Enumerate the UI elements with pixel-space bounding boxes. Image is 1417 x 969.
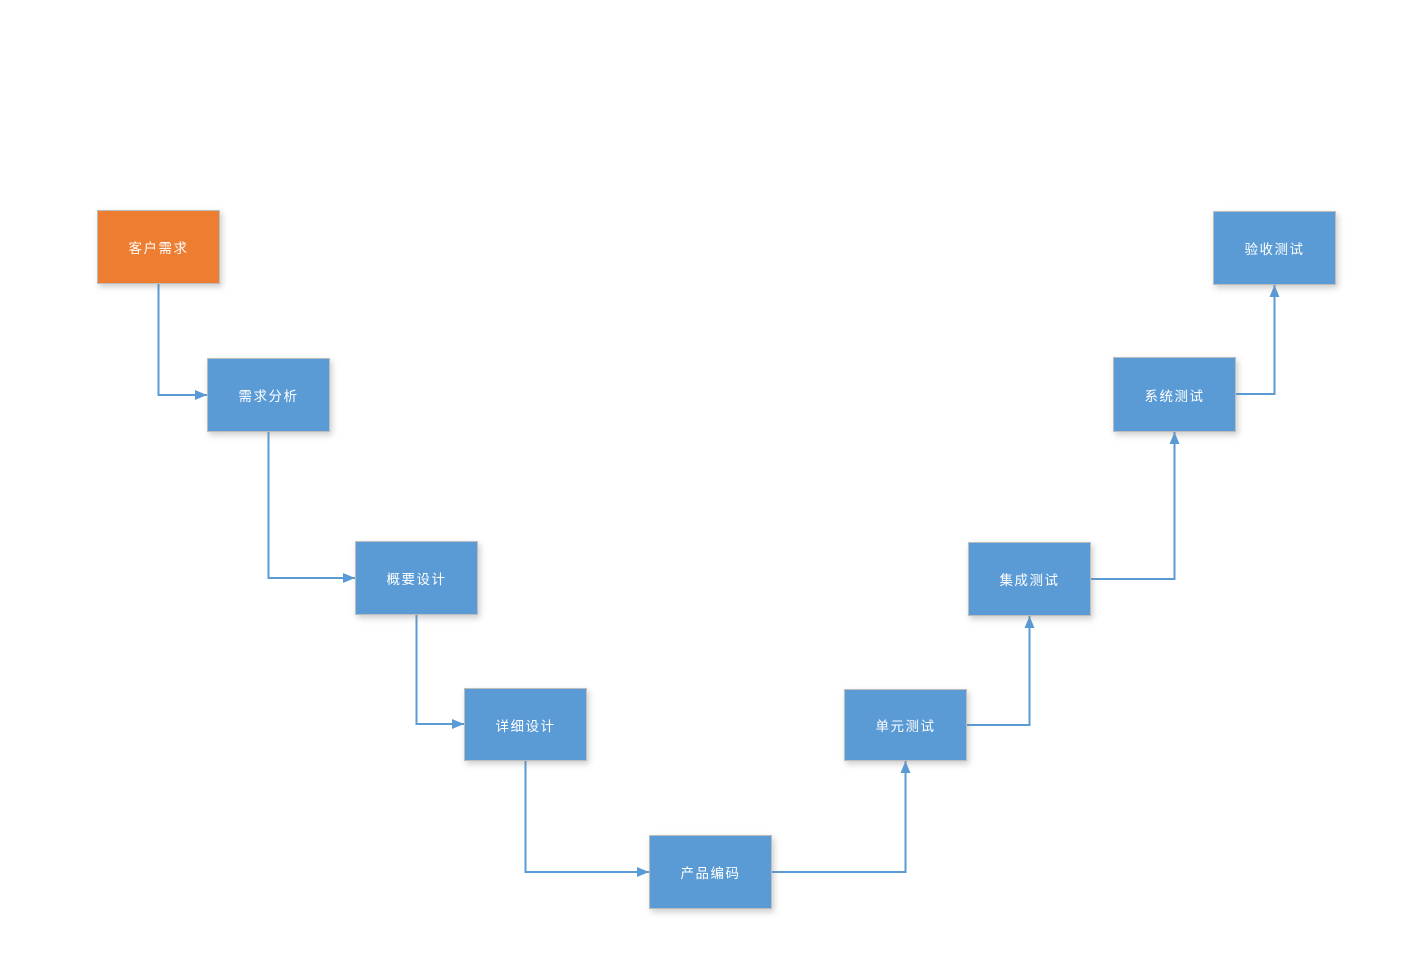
node-requirements-analysis[interactable]: 需求分析 <box>207 358 330 432</box>
node-label: 产品编码 <box>680 866 741 881</box>
node-system-testing[interactable]: 系统测试 <box>1113 357 1236 432</box>
node-label: 集成测试 <box>999 573 1060 588</box>
node-integration-testing[interactable]: 集成测试 <box>968 542 1091 616</box>
node-label: 单元测试 <box>875 719 936 734</box>
arrowhead-icon <box>1024 616 1035 628</box>
connector-integration-testing-to-system-testing <box>1091 432 1176 580</box>
arrowhead-icon <box>195 390 207 400</box>
arrowhead-icon <box>1269 285 1280 297</box>
arrowhead-icon <box>1169 432 1180 444</box>
node-customer-requirements[interactable]: 客户需求 <box>97 210 220 284</box>
node-label: 验收测试 <box>1244 242 1305 257</box>
node-label: 详细设计 <box>495 718 556 734</box>
connector-customer-requirements-to-requirements-analysis <box>157 284 207 396</box>
connector-detailed-design-to-product-coding <box>524 761 649 873</box>
connector-requirements-analysis-to-outline-design <box>267 432 355 579</box>
node-detailed-design[interactable]: 详细设计 <box>464 688 587 761</box>
node-acceptance-testing[interactable]: 验收测试 <box>1213 211 1336 285</box>
node-label: 系统测试 <box>1144 388 1205 404</box>
arrowhead-icon <box>343 573 355 583</box>
connector-outline-design-to-detailed-design <box>415 615 464 725</box>
node-label: 概要设计 <box>386 572 447 587</box>
node-outline-design[interactable]: 概要设计 <box>355 541 478 615</box>
node-label: 需求分析 <box>238 389 299 404</box>
connector-system-testing-to-acceptance-testing <box>1236 285 1276 395</box>
arrowhead-icon <box>637 867 649 877</box>
arrowhead-icon <box>900 761 911 773</box>
connector-product-coding-to-unit-testing <box>772 761 907 873</box>
node-product-coding[interactable]: 产品编码 <box>649 835 772 909</box>
connector-unit-testing-to-integration-testing <box>967 616 1031 726</box>
arrowhead-icon <box>452 719 464 729</box>
node-unit-testing[interactable]: 单元测试 <box>844 689 967 761</box>
node-label: 客户需求 <box>128 241 189 256</box>
